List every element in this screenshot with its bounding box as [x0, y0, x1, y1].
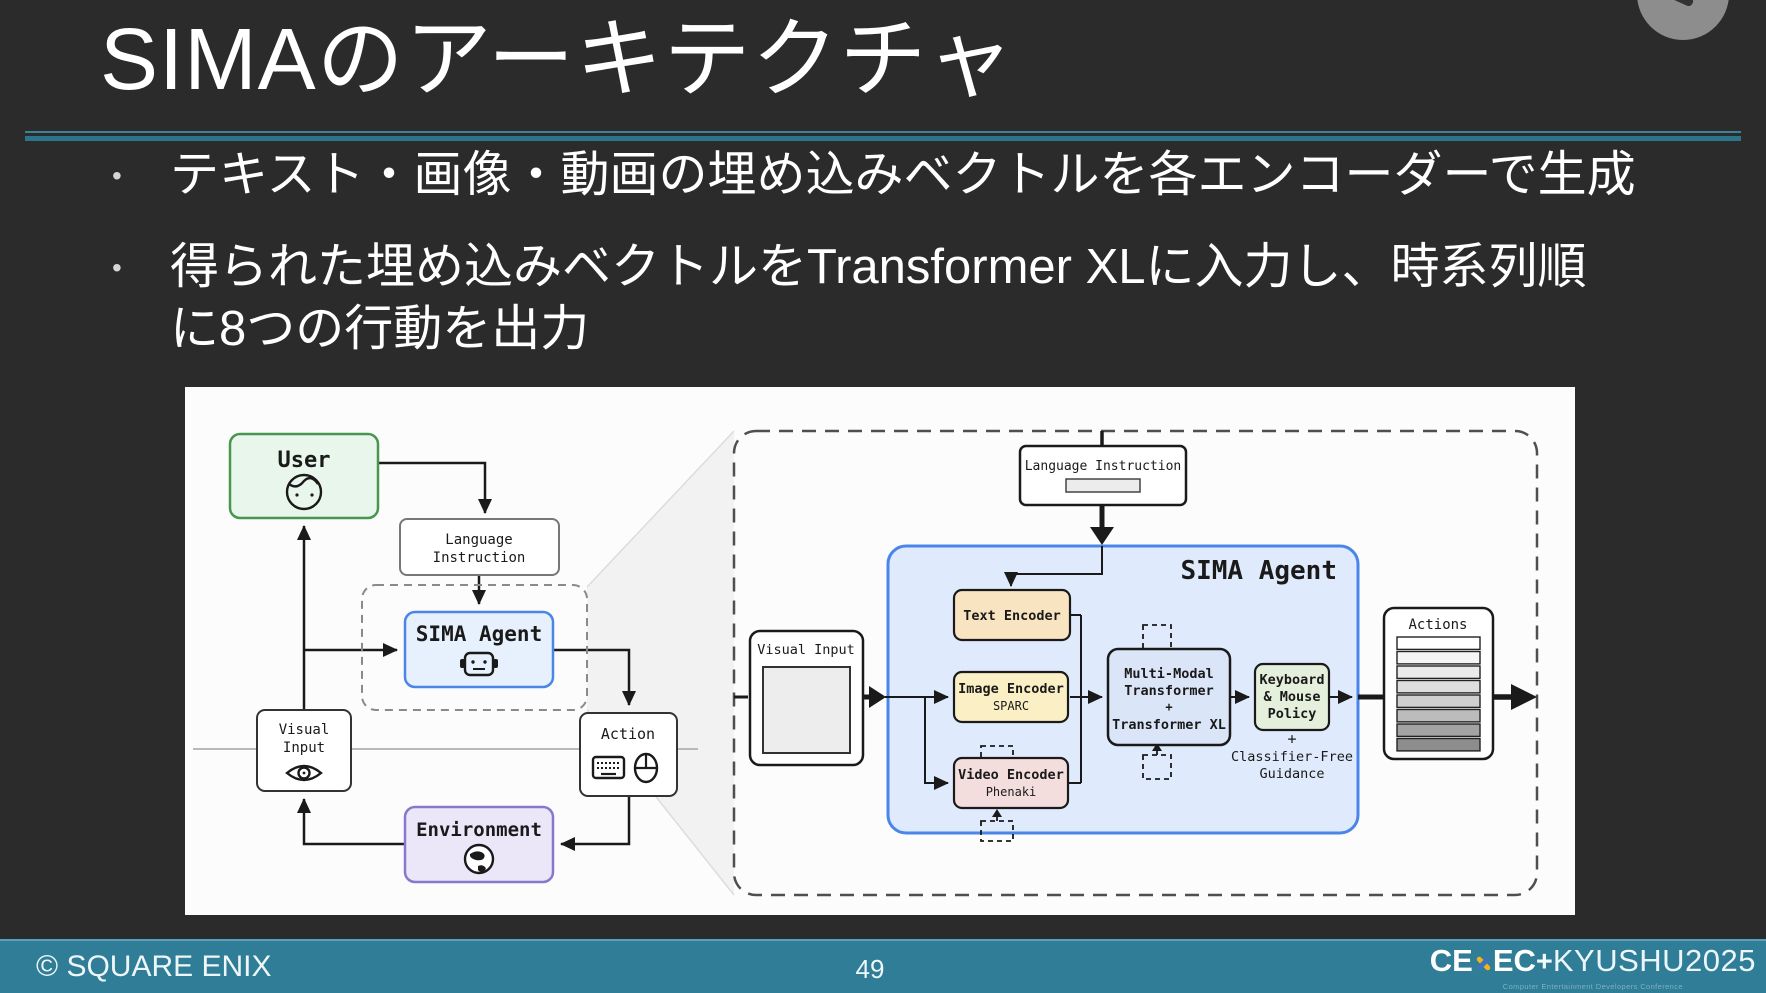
transformer-line-2: Transformer [1124, 683, 1213, 699]
thick-arrowhead [1090, 527, 1114, 545]
transformer-box: Multi-Modal Transformer + Transformer XL [1106, 647, 1232, 747]
video-encoder-label: Video Encoder [958, 767, 1064, 783]
language-instruction-label-1: Language [445, 532, 512, 548]
logo-kyushu: KYUSHU2025 [1552, 943, 1756, 978]
environment-label: Environment [416, 819, 542, 841]
text-encoder-label: Text Encoder [963, 608, 1061, 624]
slide-title: SIMAのアーキテクチャ [100, 11, 1015, 108]
sima-agent-panel-title: SIMA Agent [1180, 556, 1337, 586]
keyboard-icon [591, 755, 626, 780]
corner-control-button[interactable] [1637, 0, 1729, 40]
text-encoder-box: Text Encoder [952, 588, 1072, 642]
face-icon [285, 473, 323, 511]
action-bars [1396, 636, 1481, 752]
action-box: Action [579, 712, 678, 797]
language-instruction-label-2: Instruction [433, 550, 526, 566]
policy-box: Keyboard & Mouse Policy [1253, 662, 1331, 732]
guidance-line-2: Guidance [1259, 766, 1324, 782]
transformer-line-1: Multi-Modal [1124, 666, 1213, 682]
zoom-cone [587, 431, 734, 895]
actions-box: Actions [1382, 606, 1495, 761]
image-encoder-box: Image Encoder SPARC [952, 670, 1070, 724]
robot-icon [460, 651, 498, 677]
visual-input-label-2: Input [283, 740, 325, 756]
actions-label: Actions [1408, 617, 1467, 633]
cedec-logo: CE EC+KYUSHU2025 Computer Entertainment D… [1429, 943, 1756, 992]
bullet-item-1: • テキスト・画像・動画の埋め込みベクトルを各エンコーダーで生成 [112, 144, 1636, 206]
title-rule-thick [25, 136, 1741, 141]
visual-input-box-right: Visual Input [748, 629, 865, 767]
eye-icon [285, 764, 323, 782]
visual-frame [762, 666, 851, 754]
environment-box: Environment [403, 805, 555, 884]
user-box: User [228, 432, 380, 520]
visual-input-box: Visual Input [256, 709, 352, 792]
sima-agent-box: SIMA Agent [403, 610, 555, 689]
diagram-panel: User Language Instruction SIMA Agent Vis… [185, 387, 1575, 915]
mouse-icon [633, 752, 659, 784]
policy-line-1: Keyboard [1259, 672, 1324, 688]
footer-bar: © SQUARE ENIX 49 CE EC+KYUSHU2025 Compute… [0, 939, 1766, 993]
language-instruction-label: Language Instruction [1025, 459, 1182, 474]
bullet-dot: • [112, 252, 122, 283]
language-instruction-box: Language Instruction [399, 518, 560, 576]
architecture-diagram: User Language Instruction SIMA Agent Vis… [193, 429, 1539, 897]
flow-arrows-left [297, 461, 636, 851]
visual-input-label-right: Visual Input [757, 642, 855, 658]
corner-arrow-icon [1660, 0, 1695, 8]
bullet-item-2: • 得られた埋め込みベクトルをTransformer XLに入力し、時系列順 に… [112, 236, 1587, 360]
image-encoder-label: Image Encoder [958, 681, 1064, 697]
title-rule-thin [25, 131, 1741, 133]
sima-agent-label: SIMA Agent [416, 622, 542, 646]
bullet-dot: • [112, 160, 122, 191]
logo-cedec-right: EC [1492, 943, 1536, 978]
output-arrowhead [1511, 684, 1537, 710]
guidance-line-1: Classifier-Free [1231, 749, 1353, 765]
detail-dashed-box [732, 429, 1539, 897]
action-label: Action [601, 725, 655, 743]
image-encoder-model: SPARC [993, 699, 1029, 713]
policy-line-3: Policy [1268, 706, 1317, 722]
video-encoder-model: Phenaki [986, 785, 1037, 799]
copyright: © SQUARE ENIX [36, 950, 272, 983]
video-encoder-box: Video Encoder Phenaki [952, 756, 1070, 810]
bullet-text-line1: 得られた埋め込みベクトルをTransformer XLに入力し、時系列順 [170, 240, 1587, 294]
transformer-line-3: + [1165, 700, 1172, 714]
user-label: User [278, 448, 331, 473]
policy-plus: + [1287, 730, 1296, 748]
bullet-text-line2: に8つの行動を出力 [170, 302, 590, 356]
vi-arrowhead [869, 686, 886, 708]
globe-icon [463, 843, 495, 875]
logo-plus: + [1535, 946, 1553, 978]
text-field [1065, 478, 1141, 493]
language-instruction-box-right: Language Instruction [1018, 444, 1188, 507]
flow-arrows-right [885, 614, 1353, 790]
bullet-text: テキスト・画像・動画の埋め込みベクトルを各エンコーダーで生成 [170, 148, 1636, 202]
page-number: 49 [855, 954, 885, 984]
logo-x-icon [1473, 950, 1493, 974]
lang-internal-line [1004, 546, 1103, 587]
logo-tagline: Computer Entertainment Developers Confer… [1502, 982, 1683, 991]
visual-input-label-1: Visual [279, 722, 330, 738]
sima-agent-dashed-box [361, 584, 588, 711]
policy-line-2: & Mouse [1264, 689, 1321, 705]
video-ghost-bottom [980, 820, 1014, 842]
logo-cedec-left: CE [1429, 943, 1473, 978]
transformer-line-4: Transformer XL [1112, 717, 1226, 733]
